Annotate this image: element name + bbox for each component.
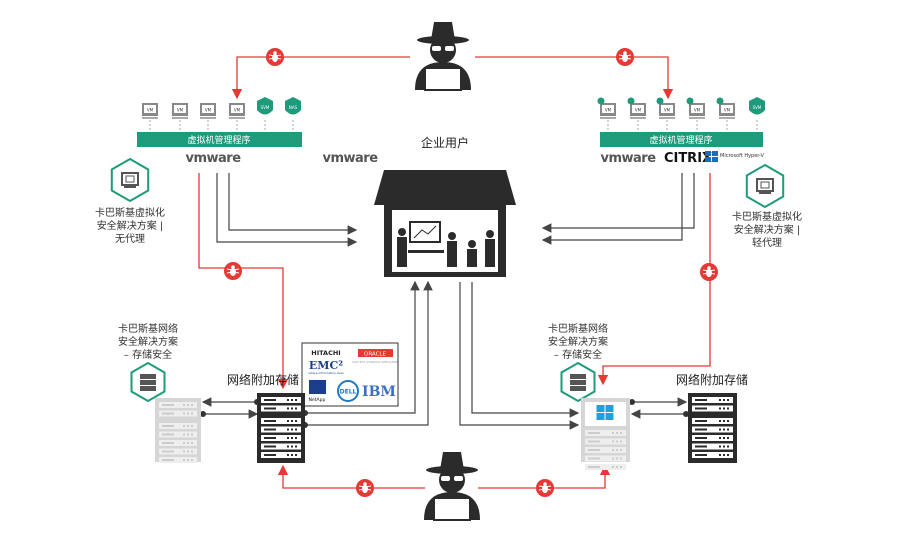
monitor-hex-icon (745, 163, 785, 209)
svg-text:SUN ZFS STORAGE APPLIANCE: SUN ZFS STORAGE APPLIANCE (352, 360, 398, 364)
svg-text:卡巴斯基虚拟化: 卡巴斯基虚拟化 (732, 210, 802, 223)
svg-text:VM: VM (664, 108, 671, 113)
hitachi-logo: HITACHI (311, 349, 340, 357)
svg-text:VM: VM (234, 108, 241, 113)
svg-text:卡巴斯基网络: 卡巴斯基网络 (118, 322, 178, 335)
svg-text:VM: VM (635, 108, 642, 113)
left-storage-solution-text: 卡巴斯基网络 安全解决方案 – 存储安全 (118, 322, 178, 361)
svg-text:VM: VM (147, 108, 154, 113)
svg-text:NetApp: NetApp (309, 397, 326, 403)
netapp-logo (309, 380, 326, 394)
svg-text:轻代理: 轻代理 (752, 236, 782, 249)
vm-icon: VM (686, 97, 705, 132)
bug-icon (224, 262, 242, 280)
vm-icon: VM (172, 103, 188, 132)
emc-logo: EMC² (309, 359, 343, 372)
bug-icon (266, 48, 284, 66)
attack-line-bottom-right (478, 464, 611, 489)
microsoft-hyperv-logo: Microsoft Hyper-V (705, 151, 765, 162)
bug-icon (700, 263, 718, 281)
vmware-logo-center: vmware (322, 151, 378, 166)
svg-text:NAS: NAS (289, 105, 298, 110)
server-hex-icon (130, 361, 166, 403)
svg-text:VM: VM (694, 108, 701, 113)
svg-text:Microsoft Hyper-V: Microsoft Hyper-V (720, 153, 765, 159)
citrix-logo: CITRIX (664, 151, 712, 166)
oracle-logo: ORACLE (364, 352, 386, 358)
vm-icon: VM (627, 97, 646, 132)
windows-server-icon (581, 398, 630, 470)
svg-text:安全解决方案: 安全解决方案 (548, 335, 608, 348)
hacker-icon (424, 452, 480, 521)
svg-text:安全解决方案 |: 安全解决方案 | (734, 223, 801, 236)
bug-icon (356, 479, 374, 497)
dell-logo (337, 380, 359, 402)
hypervisor-label-left: 虚拟机管理程序 (187, 134, 250, 146)
data-lines (200, 173, 695, 430)
left-virtualization-solution-text: 卡巴斯基虚拟化 安全解决方案 | 无代理 (95, 206, 165, 245)
hypervisor-label-right: 虚拟机管理程序 (649, 134, 712, 146)
svg-text:DELL: DELL (340, 389, 357, 396)
svg-text:安全解决方案: 安全解决方案 (118, 335, 178, 348)
svg-text:VM: VM (724, 108, 731, 113)
hacker-icon (415, 22, 471, 91)
svg-text:– 存储安全: – 存储安全 (124, 348, 172, 361)
right-virtualization-solution-text: 卡巴斯基虚拟化 安全解决方案 | 轻代理 (732, 210, 802, 249)
attack-line-top-right (475, 56, 674, 100)
nas-label-left: 网络附加存储 (227, 372, 299, 387)
nas-icon (688, 393, 737, 463)
vm-icon: VM (597, 97, 616, 132)
server-icon (155, 398, 201, 463)
nas-icon (257, 393, 305, 463)
svg-text:SVM: SVM (753, 105, 762, 110)
svg-text:无代理: 无代理 (115, 233, 145, 245)
bug-icon (616, 48, 634, 66)
office-icon (374, 170, 516, 277)
svg-text:VM: VM (605, 108, 612, 113)
storage-vendor-logos: HITACHI ORACLE SUN ZFS STORAGE APPLIANCE… (301, 342, 399, 407)
svg-text:卡巴斯基虚拟化: 卡巴斯基虚拟化 (95, 206, 165, 219)
svg-text:where information lives: where information lives (308, 371, 344, 375)
attack-line-bottom-left (277, 464, 425, 489)
svg-text:VM: VM (205, 108, 212, 113)
monitor-hex-icon (110, 157, 150, 203)
attack-line-left-nas (198, 173, 289, 390)
shield-icon: SVM (749, 97, 765, 132)
shield-icon: SVM (257, 97, 273, 132)
windows-icon (596, 405, 614, 420)
bug-icon (536, 479, 554, 497)
vmware-logo-left: vmware (185, 151, 241, 166)
ibm-logo: IBM (362, 384, 396, 400)
hypervisor-bar-left (137, 132, 302, 147)
vm-icon: VM (229, 103, 245, 132)
enterprise-user-label: 企业用户 (421, 135, 469, 150)
vmware-logo-right: vmware (600, 151, 656, 166)
svg-text:– 存储安全: – 存储安全 (554, 348, 602, 361)
server-hex-icon (560, 361, 596, 403)
svg-text:VM: VM (177, 108, 184, 113)
hypervisor-bar-right (600, 132, 763, 147)
svg-text:安全解决方案 |: 安全解决方案 | (97, 219, 164, 232)
vm-icon: VM (200, 103, 216, 132)
nas-label-right: 网络附加存储 (676, 372, 748, 387)
vm-icon: VM (142, 103, 158, 132)
svg-text:卡巴斯基网络: 卡巴斯基网络 (548, 322, 608, 335)
attack-line-top-left (231, 56, 410, 100)
right-storage-solution-text: 卡巴斯基网络 安全解决方案 – 存储安全 (548, 322, 608, 361)
shield-icon: NAS (285, 97, 301, 132)
vm-icon: VM (716, 97, 735, 132)
vm-icon: VM (656, 97, 675, 132)
svg-text:SVM: SVM (261, 105, 270, 110)
